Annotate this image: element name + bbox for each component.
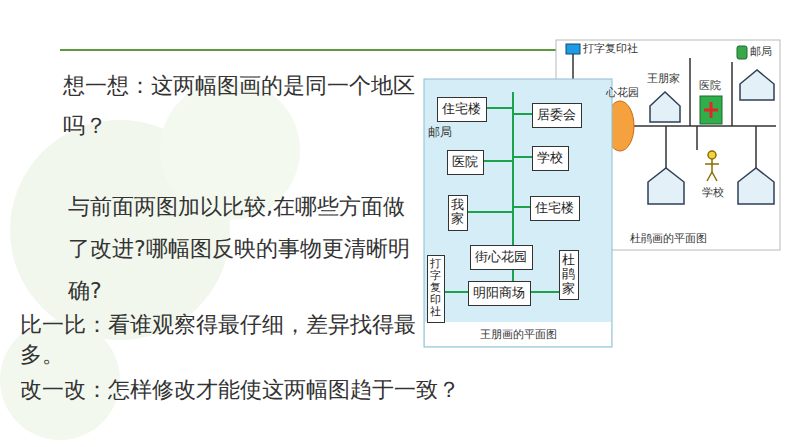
building-box: 医院 xyxy=(447,150,484,175)
place-name: 打字复印社 xyxy=(430,258,441,318)
map-label: 打字复印社 xyxy=(583,42,638,55)
print-shop-icon xyxy=(566,44,580,54)
building-box: 打字复印社 xyxy=(427,255,445,323)
person-figure xyxy=(705,151,719,181)
task-text: 比一比：看谁观察得最仔细，差异找得最多。 xyxy=(20,310,420,370)
houses xyxy=(648,70,774,204)
place-name: 医院 xyxy=(452,154,479,170)
place-name: 住宅楼 xyxy=(535,200,575,216)
map-caption: 王朋画的平面图 xyxy=(424,324,612,346)
map-panel: 王朋画的平面图 住宅楼 居委会医院 学校我家 住宅楼街心花园 杜鹃家 打字复印社 明阳商场 xyxy=(424,79,612,347)
place-name: 学校 xyxy=(537,150,564,166)
map-label: 邮局 xyxy=(750,45,772,58)
building-box: 住宅楼 xyxy=(437,97,487,122)
map-label: 王朋家 xyxy=(647,72,680,85)
question-text: 想一想：这两幅图画的是同一个地区吗？ xyxy=(63,66,418,146)
hospital-box xyxy=(700,96,722,124)
task-text: 改一改：怎样修改才能使这两幅图趋于一致？ xyxy=(20,372,460,408)
map-label: 心花园 xyxy=(606,86,639,99)
red-cross xyxy=(704,102,718,118)
place-name: 居委会 xyxy=(537,107,577,123)
place-name: 住宅楼 xyxy=(442,101,482,117)
garden-box: 街心花园 xyxy=(470,245,533,270)
caption-strip xyxy=(425,322,611,346)
building-box: 学校 xyxy=(532,146,569,171)
map-frame xyxy=(424,79,612,347)
home-box: 杜鹃家 xyxy=(559,250,579,300)
place-name: 杜鹃家 xyxy=(562,253,575,296)
place-name: 我家 xyxy=(451,198,464,227)
map-panel: 杜鹃画的平面图 xyxy=(556,40,780,250)
map-label: 邮局 xyxy=(428,125,452,139)
question-text: 与前面两图加以比较,在哪些方面做了改进?哪幅图反映的事物更清晰明确? xyxy=(68,186,418,312)
map-caption: 杜鹃画的平面图 xyxy=(556,228,780,250)
place-name: 街心花园 xyxy=(475,249,528,265)
building-box: 住宅楼 xyxy=(530,196,580,221)
home-box: 我家 xyxy=(448,195,468,231)
top-rule xyxy=(60,49,560,51)
mailbox-icon xyxy=(737,46,747,59)
map-label: 医院 xyxy=(699,79,721,92)
building-box: 居委会 xyxy=(532,103,582,128)
place-name: 明阳商场 xyxy=(473,285,526,301)
building-box: 明阳商场 xyxy=(468,281,531,306)
map-label: 学校 xyxy=(702,186,724,199)
